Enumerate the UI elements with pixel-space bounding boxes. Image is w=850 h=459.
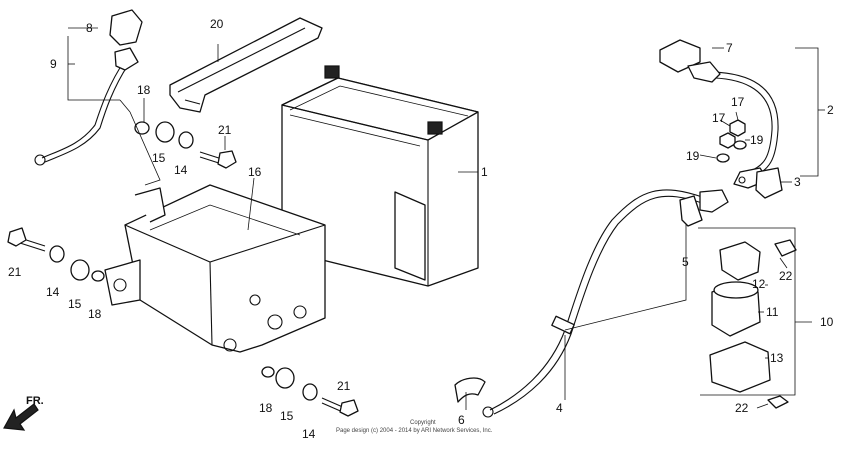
callout-1: 1	[481, 165, 488, 179]
mounting-hardware-bottom	[261, 366, 359, 417]
callout-2: 2	[827, 103, 834, 117]
positive-cable	[454, 189, 729, 418]
callout-13: 13	[770, 351, 784, 365]
callout-14b: 14	[46, 285, 60, 299]
callout-21b: 21	[8, 265, 22, 279]
callout-18b: 18	[88, 307, 102, 321]
callout-21a: 21	[218, 123, 232, 137]
callout-4: 4	[556, 401, 563, 415]
battery	[281, 65, 479, 287]
callout-9: 9	[50, 57, 57, 71]
callout-16: 16	[248, 165, 262, 179]
callout-labels: 8 9 20 18 15 14 21 16 21 14 15 18 1 7 2 …	[8, 17, 834, 441]
front-direction-label: FR.	[26, 395, 44, 407]
callout-8: 8	[86, 21, 93, 35]
terminal-nuts	[716, 119, 747, 163]
callout-19a: 19	[750, 133, 764, 147]
callout-6: 6	[458, 413, 465, 427]
copyright-line-2: Page design (c) 2004 - 2014 by ARI Netwo…	[336, 428, 493, 434]
callout-17b: 17	[712, 111, 726, 125]
callout-19b: 19	[686, 149, 700, 163]
front-direction-arrow-icon	[3, 403, 39, 431]
callout-7: 7	[726, 41, 733, 55]
callout-17a: 17	[731, 95, 745, 109]
callout-10: 10	[820, 315, 834, 329]
callout-18a: 18	[137, 83, 151, 97]
callout-15a: 15	[152, 151, 166, 165]
leader-lines	[67, 27, 825, 410]
callout-14a: 14	[174, 163, 188, 177]
copyright-notice: Copyright Page design (c) 2004 - 2014 by…	[336, 420, 493, 434]
callout-12: 12	[752, 277, 766, 291]
callout-3: 3	[794, 175, 801, 189]
ground-cable	[34, 9, 143, 166]
callout-18c: 18	[259, 401, 273, 415]
callout-15b: 15	[68, 297, 82, 311]
battery-band	[169, 17, 323, 113]
callout-22b: 22	[735, 401, 749, 415]
callout-11: 11	[766, 305, 779, 319]
callout-22a: 22	[779, 269, 793, 283]
callout-20: 20	[210, 17, 224, 31]
callout-5: 5	[682, 255, 689, 269]
starter-relay-block	[709, 239, 797, 409]
copyright-line-1: Copyright	[410, 420, 436, 426]
mounting-hardware-left	[7, 121, 237, 282]
callout-14c: 14	[302, 427, 316, 441]
terminal-cover	[755, 167, 783, 199]
callout-21c: 21	[337, 379, 351, 393]
battery-case	[104, 184, 326, 353]
callout-15c: 15	[280, 409, 294, 423]
